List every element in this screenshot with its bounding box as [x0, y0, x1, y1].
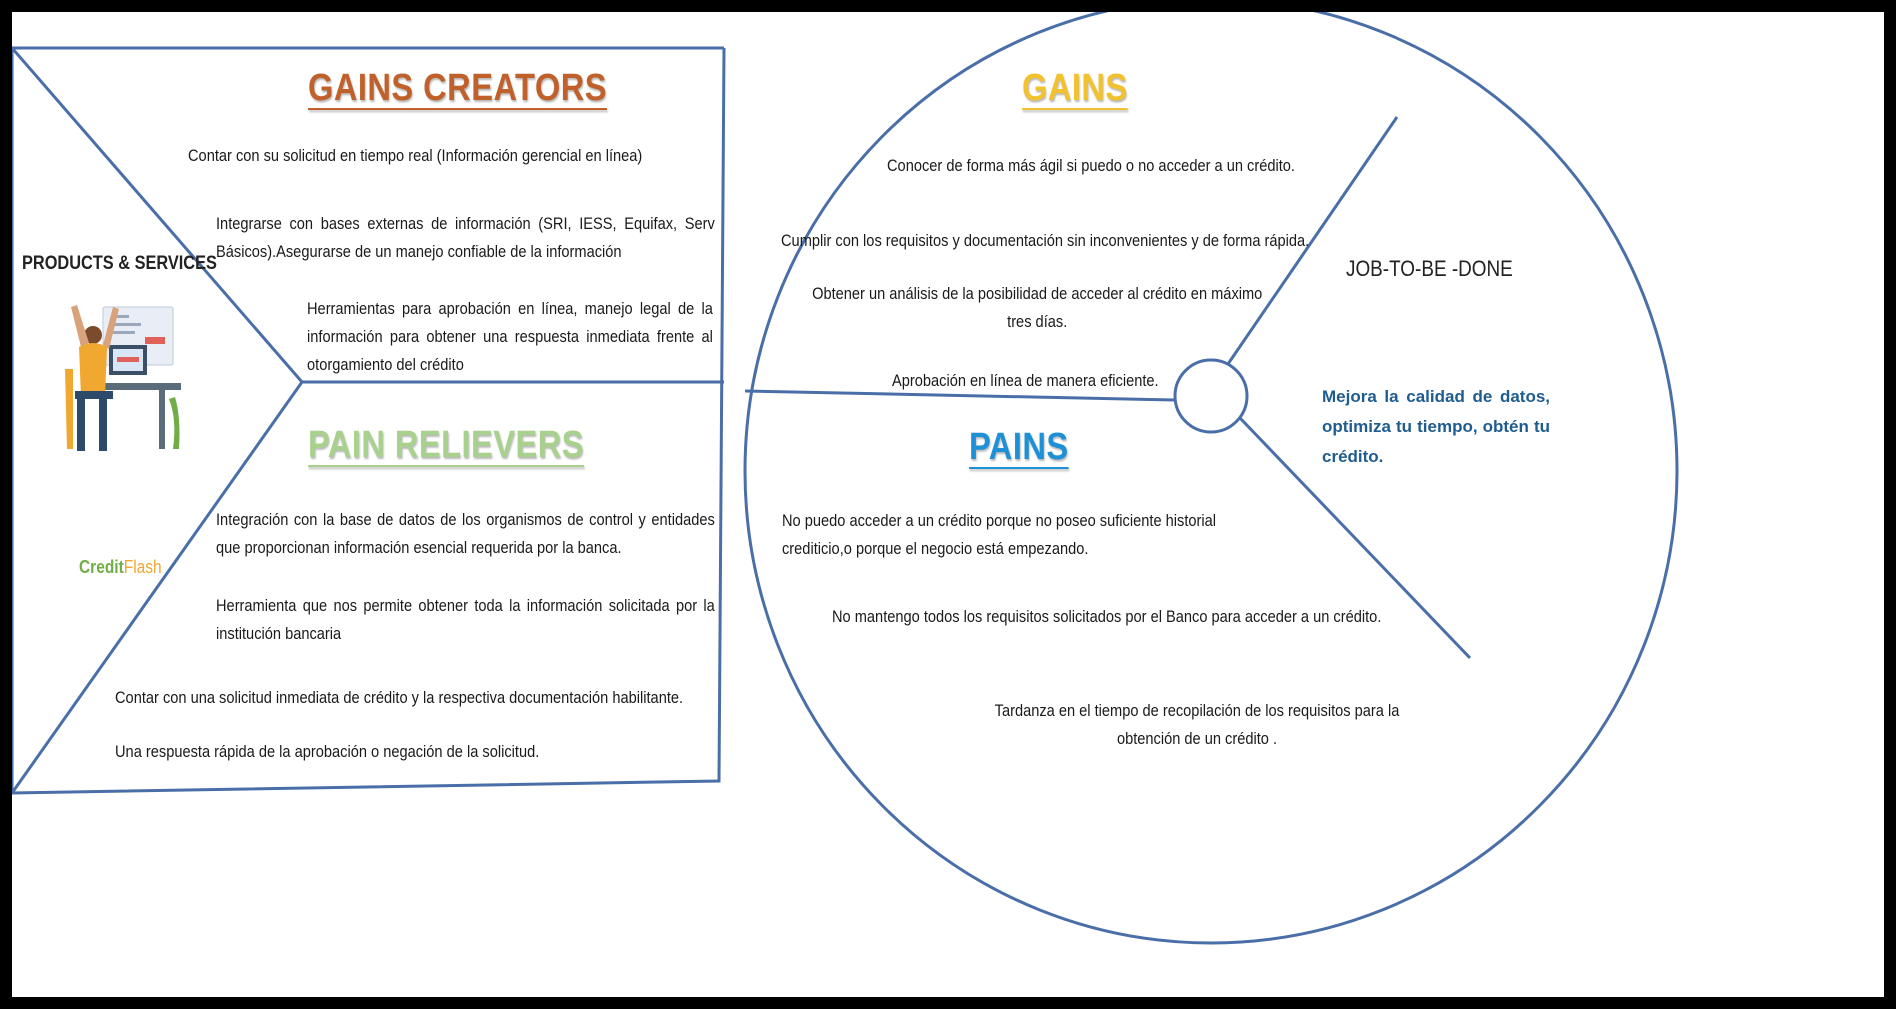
- customer-profile-circle: [743, 12, 1679, 945]
- brand-flash: Flash: [123, 557, 162, 577]
- products-services-label: PRODUCTS & SERVICES: [22, 253, 217, 274]
- gains-creator-item-2: Integrarse con bases externas de informa…: [216, 214, 715, 262]
- brand-logo-text: CreditFlash: [79, 557, 162, 578]
- pain-reliever-item-1: Integración con la base de datos de los …: [216, 510, 715, 558]
- gain-item-1: Conocer de forma más ágil si puedo o no …: [887, 156, 1295, 175]
- customer-profile-center-circle: [1173, 358, 1249, 434]
- value-map-lower-divider: [12, 381, 304, 794]
- gain-item-3: Obtener un análisis de la posibilidad de…: [812, 284, 1263, 332]
- profile-lower-divider: [1238, 416, 1472, 660]
- pain-item-2: No mantengo todos los requisitos solicit…: [832, 607, 1382, 626]
- pain-reliever-item-4: Una respuesta rápida de la aprobación o …: [115, 742, 540, 761]
- gain-item-4: Aprobación en línea de manera eficiente.: [892, 371, 1159, 390]
- pains-title: PAINS: [969, 426, 1069, 468]
- pain-reliever-item-3: Contar con una solicitud inmediata de cr…: [115, 688, 684, 707]
- pain-reliever-item-2: Herramienta que nos permite obtener toda…: [216, 596, 715, 644]
- person-at-desk-illustration: [59, 299, 181, 454]
- pain-item-3: Tardanza en el tiempo de recopilación de…: [994, 701, 1400, 749]
- value-map-outline: [12, 46, 726, 795]
- gains-creator-item-3: Herramientas para aprobación en línea, m…: [307, 299, 713, 375]
- pain-relievers-title: PAIN RELIEVERS: [308, 424, 584, 466]
- job-to-be-done-tagline: Mejora la calidad de datos, optimiza tu …: [1322, 387, 1550, 466]
- gains-creator-item-1: Contar con su solicitud en tiempo real (…: [188, 146, 643, 165]
- gains-creators-title: GAINS CREATORS: [308, 67, 607, 109]
- canvas-outlines: [12, 12, 1679, 945]
- profile-upper-divider: [1226, 116, 1399, 365]
- gains-title: GAINS: [1022, 67, 1128, 109]
- value-map-upper-divider: [12, 47, 304, 383]
- pain-item-1: No puedo acceder a un crédito porque no …: [782, 511, 1217, 559]
- profile-horizontal-divider: [744, 389, 1176, 402]
- job-to-be-done-label: JOB-TO-BE -DONE: [1346, 256, 1513, 281]
- gain-item-2: Cumplir con los requisitos y documentaci…: [781, 231, 1310, 250]
- brand-credit: Credit: [79, 557, 124, 577]
- value-proposition-canvas: PRODUCTS & SERVICES CreditFlash GAINS CR…: [12, 12, 1884, 997]
